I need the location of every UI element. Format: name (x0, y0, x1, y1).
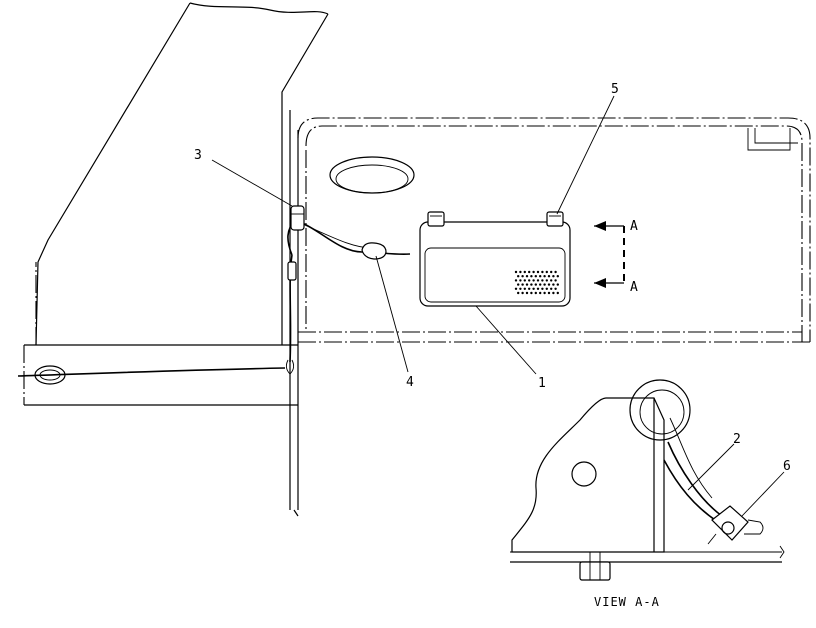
view-a-a-detail (510, 379, 785, 581)
callout-6: 6 (783, 459, 791, 474)
vent-dot (514, 270, 518, 274)
callout-3: 3 (194, 148, 202, 163)
vent-dot (536, 279, 540, 282)
vent-dot (552, 283, 555, 286)
vent-dot (554, 279, 557, 282)
vent-dot (536, 287, 540, 290)
vent-dot (543, 291, 546, 295)
vent-dot (539, 275, 542, 278)
vent-dot (532, 279, 535, 282)
callout-4: 4 (406, 375, 414, 390)
vent-dot (532, 287, 535, 290)
vent-dot (534, 291, 537, 295)
vent-dot (525, 275, 529, 278)
wire-clip-middle (361, 242, 387, 260)
vent-dot (556, 275, 559, 278)
vent-dot (547, 283, 551, 286)
vent-dot (545, 279, 548, 282)
vent-dot (523, 287, 526, 290)
vent-dot (514, 287, 518, 290)
vent-dot (528, 270, 531, 274)
vent-dot (539, 283, 542, 286)
battery-body (419, 211, 571, 307)
left-frame-structure (35, 2, 329, 346)
horizontal-rail (17, 344, 298, 406)
vent-dot (528, 287, 531, 290)
view-caption: VIEW A-A (594, 595, 660, 609)
vent-dot (547, 291, 551, 295)
vent-dot (519, 270, 522, 274)
section-marker: A A (594, 219, 638, 295)
wire-clip-upper (290, 205, 305, 231)
vent-dot (521, 275, 524, 278)
vent-dot (556, 291, 559, 295)
mounting-panel (297, 117, 811, 343)
vent-dot (519, 287, 522, 290)
vent-dot (536, 270, 540, 274)
vent-dot (523, 270, 526, 274)
callout-5: 5 (611, 82, 619, 97)
vent-dot (523, 279, 526, 282)
vent-dot (525, 291, 529, 295)
leader-lines (211, 95, 785, 517)
vent-dot (552, 275, 555, 278)
vent-dot (519, 279, 522, 282)
vent-dot (530, 291, 533, 295)
callout-1: 1 (538, 376, 546, 391)
section-mark-lower: A (630, 280, 638, 295)
vent-dot (554, 270, 557, 274)
battery-vent-dots (514, 270, 559, 295)
vent-dot (541, 270, 544, 274)
vent-dot (539, 291, 542, 295)
vent-dot (550, 279, 553, 282)
vent-dot (528, 279, 531, 282)
vent-dot (554, 287, 557, 290)
vent-dot (543, 283, 546, 286)
vent-dot (545, 287, 548, 290)
vent-dot (552, 291, 555, 295)
vent-dot (521, 283, 524, 286)
vent-dot (534, 275, 537, 278)
vent-dot (517, 275, 520, 278)
vent-dot (525, 283, 529, 286)
vent-dot (550, 270, 553, 274)
callout-2: 2 (733, 432, 741, 447)
vent-dot (517, 291, 520, 295)
vent-dot (530, 275, 533, 278)
vent-dot (543, 275, 546, 278)
vent-dot (556, 283, 559, 286)
vent-dot (541, 287, 544, 290)
vent-dot (550, 287, 553, 290)
vent-dot (534, 283, 537, 286)
vent-dot (514, 279, 518, 282)
vent-dot (541, 279, 544, 282)
vent-dot (530, 283, 533, 286)
vent-dot (532, 270, 535, 274)
section-mark-upper: A (630, 219, 638, 234)
vent-dot (521, 291, 524, 295)
vent-dot (545, 270, 548, 274)
post-connector (285, 261, 297, 375)
vent-dot (547, 275, 551, 278)
vent-dot (517, 283, 520, 286)
